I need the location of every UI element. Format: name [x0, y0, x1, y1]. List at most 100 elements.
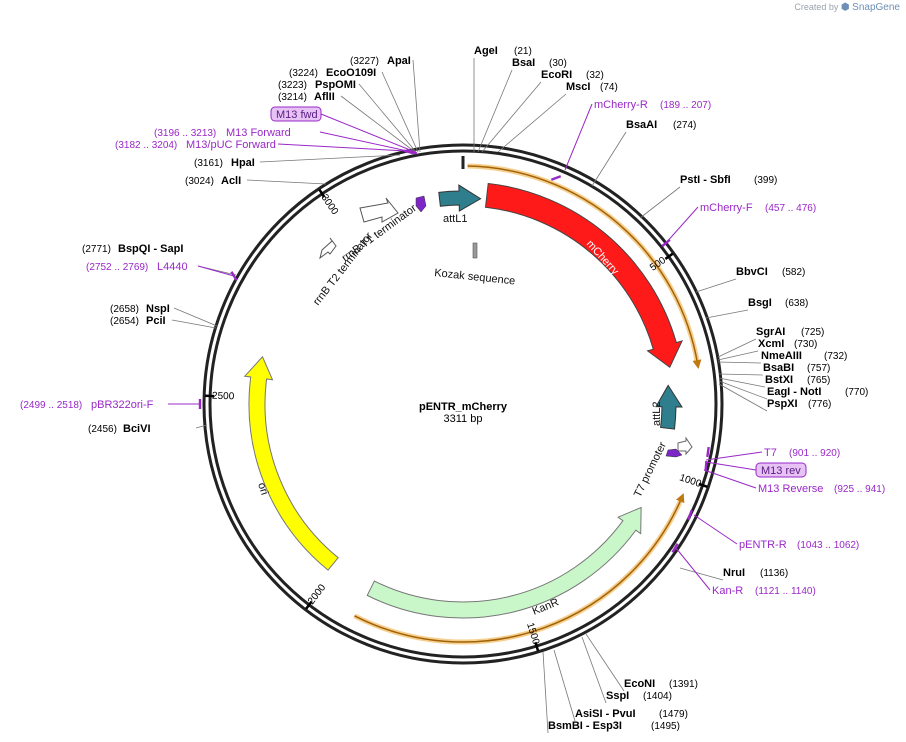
primer-leader-line	[693, 514, 738, 545]
primer-leader-line	[277, 143, 408, 152]
primer-label[interactable]: M13 Forward	[226, 127, 291, 139]
enzyme-pos: (2658)	[110, 304, 139, 315]
enzyme-label[interactable]: BsaI	[512, 57, 535, 69]
enzyme-label[interactable]: BspQI - SapI	[118, 243, 183, 255]
primer-label[interactable]: M13/pUC Forward	[186, 139, 276, 151]
kozak-label: Kozak sequence	[434, 267, 516, 287]
enzyme-label[interactable]: MscI	[566, 81, 590, 93]
enzyme-pos: (638)	[785, 298, 808, 309]
enzyme-label[interactable]: XcmI	[758, 338, 784, 350]
enzyme-leader-line	[705, 309, 749, 319]
enzyme-label[interactable]: BstXI	[765, 374, 793, 386]
enzyme-label[interactable]: BbvCI	[736, 266, 768, 278]
mcherry-orf	[467, 165, 702, 369]
enzyme-leader-line	[246, 179, 327, 185]
primer-leader-line	[564, 103, 593, 171]
kozak-marker	[472, 242, 478, 259]
enzyme-label[interactable]: EagI - NotI	[767, 386, 821, 398]
primer-label[interactable]: T7	[764, 447, 777, 459]
enzyme-leader-line	[717, 350, 759, 361]
enzyme-pos: (21)	[514, 46, 532, 57]
attl2-feature[interactable]	[655, 384, 683, 430]
enzyme-labels: AgeI(21) BsaI(30) EcoRI(32) MscI(74) Bsa…	[82, 45, 868, 732]
mcherry-feature[interactable]	[484, 182, 684, 368]
enzyme-label[interactable]: BsaBI	[763, 362, 794, 374]
enzyme-leader-line	[481, 81, 542, 153]
enzyme-pos: (3227)	[350, 56, 379, 67]
lac-fragment-arrow	[677, 436, 693, 456]
enzyme-leader-line	[553, 649, 576, 722]
enzyme-leader-line	[679, 567, 724, 581]
primer-pos: (901 .. 920)	[789, 448, 840, 459]
enzyme-label[interactable]: PspXI	[767, 398, 798, 410]
primer-label[interactable]: pBR322ori-F	[91, 399, 154, 411]
enzyme-leader-line	[718, 373, 764, 376]
enzyme-label[interactable]: PspOMI	[315, 79, 356, 91]
enzyme-label[interactable]: BsmBI - Esp3I	[548, 720, 622, 732]
primer-label[interactable]: M13 rev	[761, 465, 801, 477]
attl1-feature[interactable]	[438, 184, 482, 212]
enzyme-label[interactable]: NruI	[723, 567, 745, 579]
enzyme-label[interactable]: AflII	[314, 91, 335, 103]
enzyme-label[interactable]: ApaI	[387, 55, 411, 67]
enzyme-pos: (776)	[808, 399, 831, 410]
enzyme-pos: (2771)	[82, 244, 111, 255]
ori-label: ori	[255, 481, 270, 496]
enzyme-label[interactable]: EcoNI	[624, 678, 655, 690]
t7-promoter-label: T7 promoter	[632, 440, 669, 499]
enzyme-label[interactable]: PstI - SbfI	[680, 174, 731, 186]
primer-binding-mark	[671, 543, 679, 553]
primer-label[interactable]: M13 fwd	[276, 109, 318, 121]
enzyme-leader-line	[585, 633, 625, 692]
snapgene-logo: ⬢	[840, 2, 850, 13]
enzyme-label[interactable]: SgrAI	[756, 326, 785, 338]
primer-binding-mark	[550, 175, 562, 181]
enzyme-pos: (3214)	[278, 92, 307, 103]
attl2-label: attL2	[651, 402, 663, 426]
enzyme-pos: (3161)	[194, 158, 223, 169]
enzyme-pos: (30)	[549, 58, 567, 69]
enzyme-label[interactable]: EcoO109I	[326, 67, 376, 79]
ori-feature[interactable]	[243, 355, 339, 571]
enzyme-label[interactable]: BsgI	[748, 297, 772, 309]
primer-label[interactable]: Kan-R	[712, 585, 743, 597]
enzyme-label[interactable]: PciI	[146, 315, 166, 327]
enzyme-leader-line	[412, 59, 421, 153]
primer-binding-mark	[198, 399, 202, 409]
primer-binding-mark	[687, 509, 693, 521]
enzyme-leader-line	[171, 319, 217, 329]
backbone-outer-ring	[202, 143, 724, 665]
primer-leader-line	[319, 131, 413, 153]
tick-label: 1000	[678, 472, 703, 490]
enzyme-label[interactable]: HpaI	[231, 157, 255, 169]
plasmid-name: pENTR_mCherry	[419, 401, 508, 413]
primer-label[interactable]: mCherry-R	[594, 99, 648, 111]
primer-label[interactable]: M13 Reverse	[758, 483, 823, 495]
enzyme-pos: (1404)	[643, 691, 672, 702]
primer-binding-mark	[706, 446, 710, 458]
enzyme-label[interactable]: NmeAIII	[761, 350, 802, 362]
leader-lines	[168, 58, 768, 734]
enzyme-pos: (399)	[754, 175, 777, 186]
primer-label[interactable]: pENTR-R	[739, 539, 787, 551]
enzyme-leader-line	[259, 154, 401, 163]
primer-leader-line	[664, 206, 699, 245]
enzyme-label[interactable]: AsiSI - PvuI	[575, 708, 636, 720]
enzyme-label[interactable]: SspI	[606, 690, 629, 702]
enzyme-leader-line	[717, 338, 757, 358]
backbone-inner-ring	[208, 149, 718, 659]
primer-label[interactable]: mCherry-F	[700, 202, 753, 214]
primer-pos: (457 .. 476)	[765, 203, 816, 214]
enzyme-label[interactable]: AclI	[221, 175, 241, 187]
enzyme-pos: (32)	[586, 70, 604, 81]
primer-label[interactable]: L4440	[157, 261, 188, 273]
enzyme-label[interactable]: NspI	[146, 303, 170, 315]
kanr-feature[interactable]	[366, 506, 642, 619]
enzyme-label[interactable]: EcoRI	[541, 69, 572, 81]
primer-binding-mark	[230, 271, 238, 281]
enzyme-label[interactable]: BciVI	[123, 423, 151, 435]
enzyme-label[interactable]: BsaAI	[626, 119, 657, 131]
enzyme-leader-line	[718, 377, 766, 388]
enzyme-label[interactable]: AgeI	[474, 45, 498, 57]
